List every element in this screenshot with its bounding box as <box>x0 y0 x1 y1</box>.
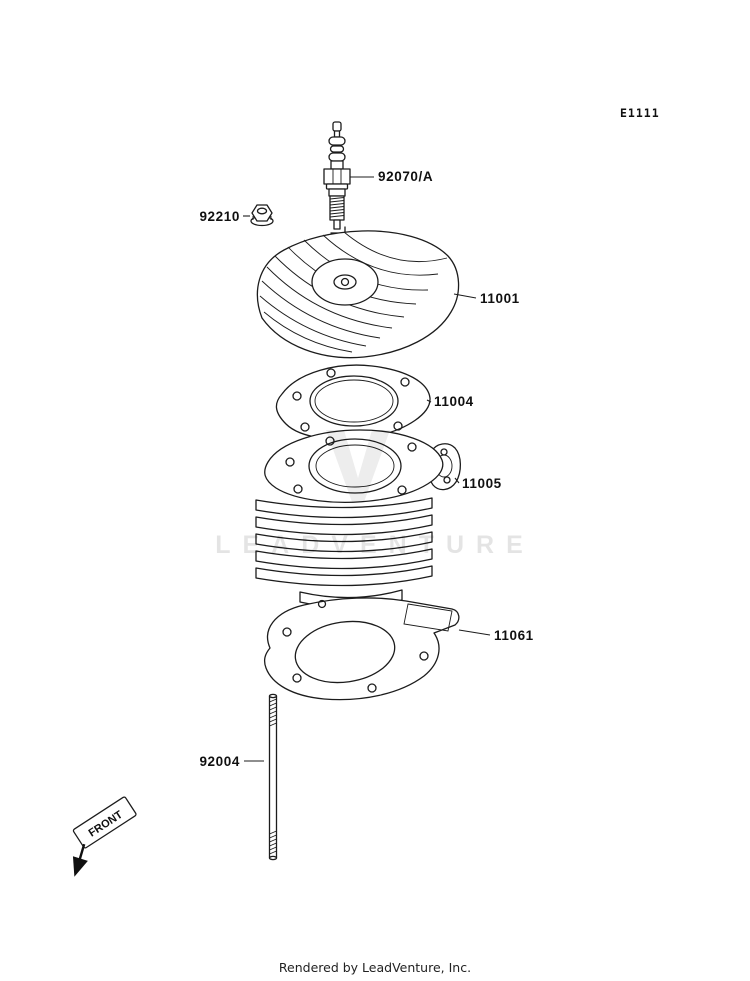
leader-lines <box>243 176 491 762</box>
head-gasket-drawing <box>275 364 431 441</box>
stud-drawing <box>268 693 278 861</box>
part-label-head-gasket[interactable]: 11004 <box>434 394 474 409</box>
cylinder-head-drawing <box>256 230 460 359</box>
part-label-nut[interactable]: 92210 <box>199 209 240 224</box>
flange-nut-drawing <box>250 204 274 227</box>
part-label-cylinder-head[interactable]: 11001 <box>480 291 520 306</box>
watermark-text: LEADVENTURE <box>215 531 535 559</box>
base-gasket-drawing <box>263 597 460 701</box>
part-label-cylinder[interactable]: 11005 <box>462 476 502 491</box>
footer-credit: Rendered by LeadVenture, Inc. <box>279 960 471 975</box>
front-arrow: FRONT <box>72 796 137 877</box>
part-label-stud[interactable]: 92004 <box>199 754 240 769</box>
part-label-base-gasket[interactable]: 11061 <box>494 628 534 643</box>
cylinder-drawing <box>255 429 462 609</box>
diagram-code: E1111 <box>620 106 660 120</box>
leadventure-logo-icon <box>326 430 390 502</box>
part-label-spark-plug[interactable]: 92070/A <box>378 169 433 184</box>
watermark: LEADVENTURE <box>215 430 535 559</box>
